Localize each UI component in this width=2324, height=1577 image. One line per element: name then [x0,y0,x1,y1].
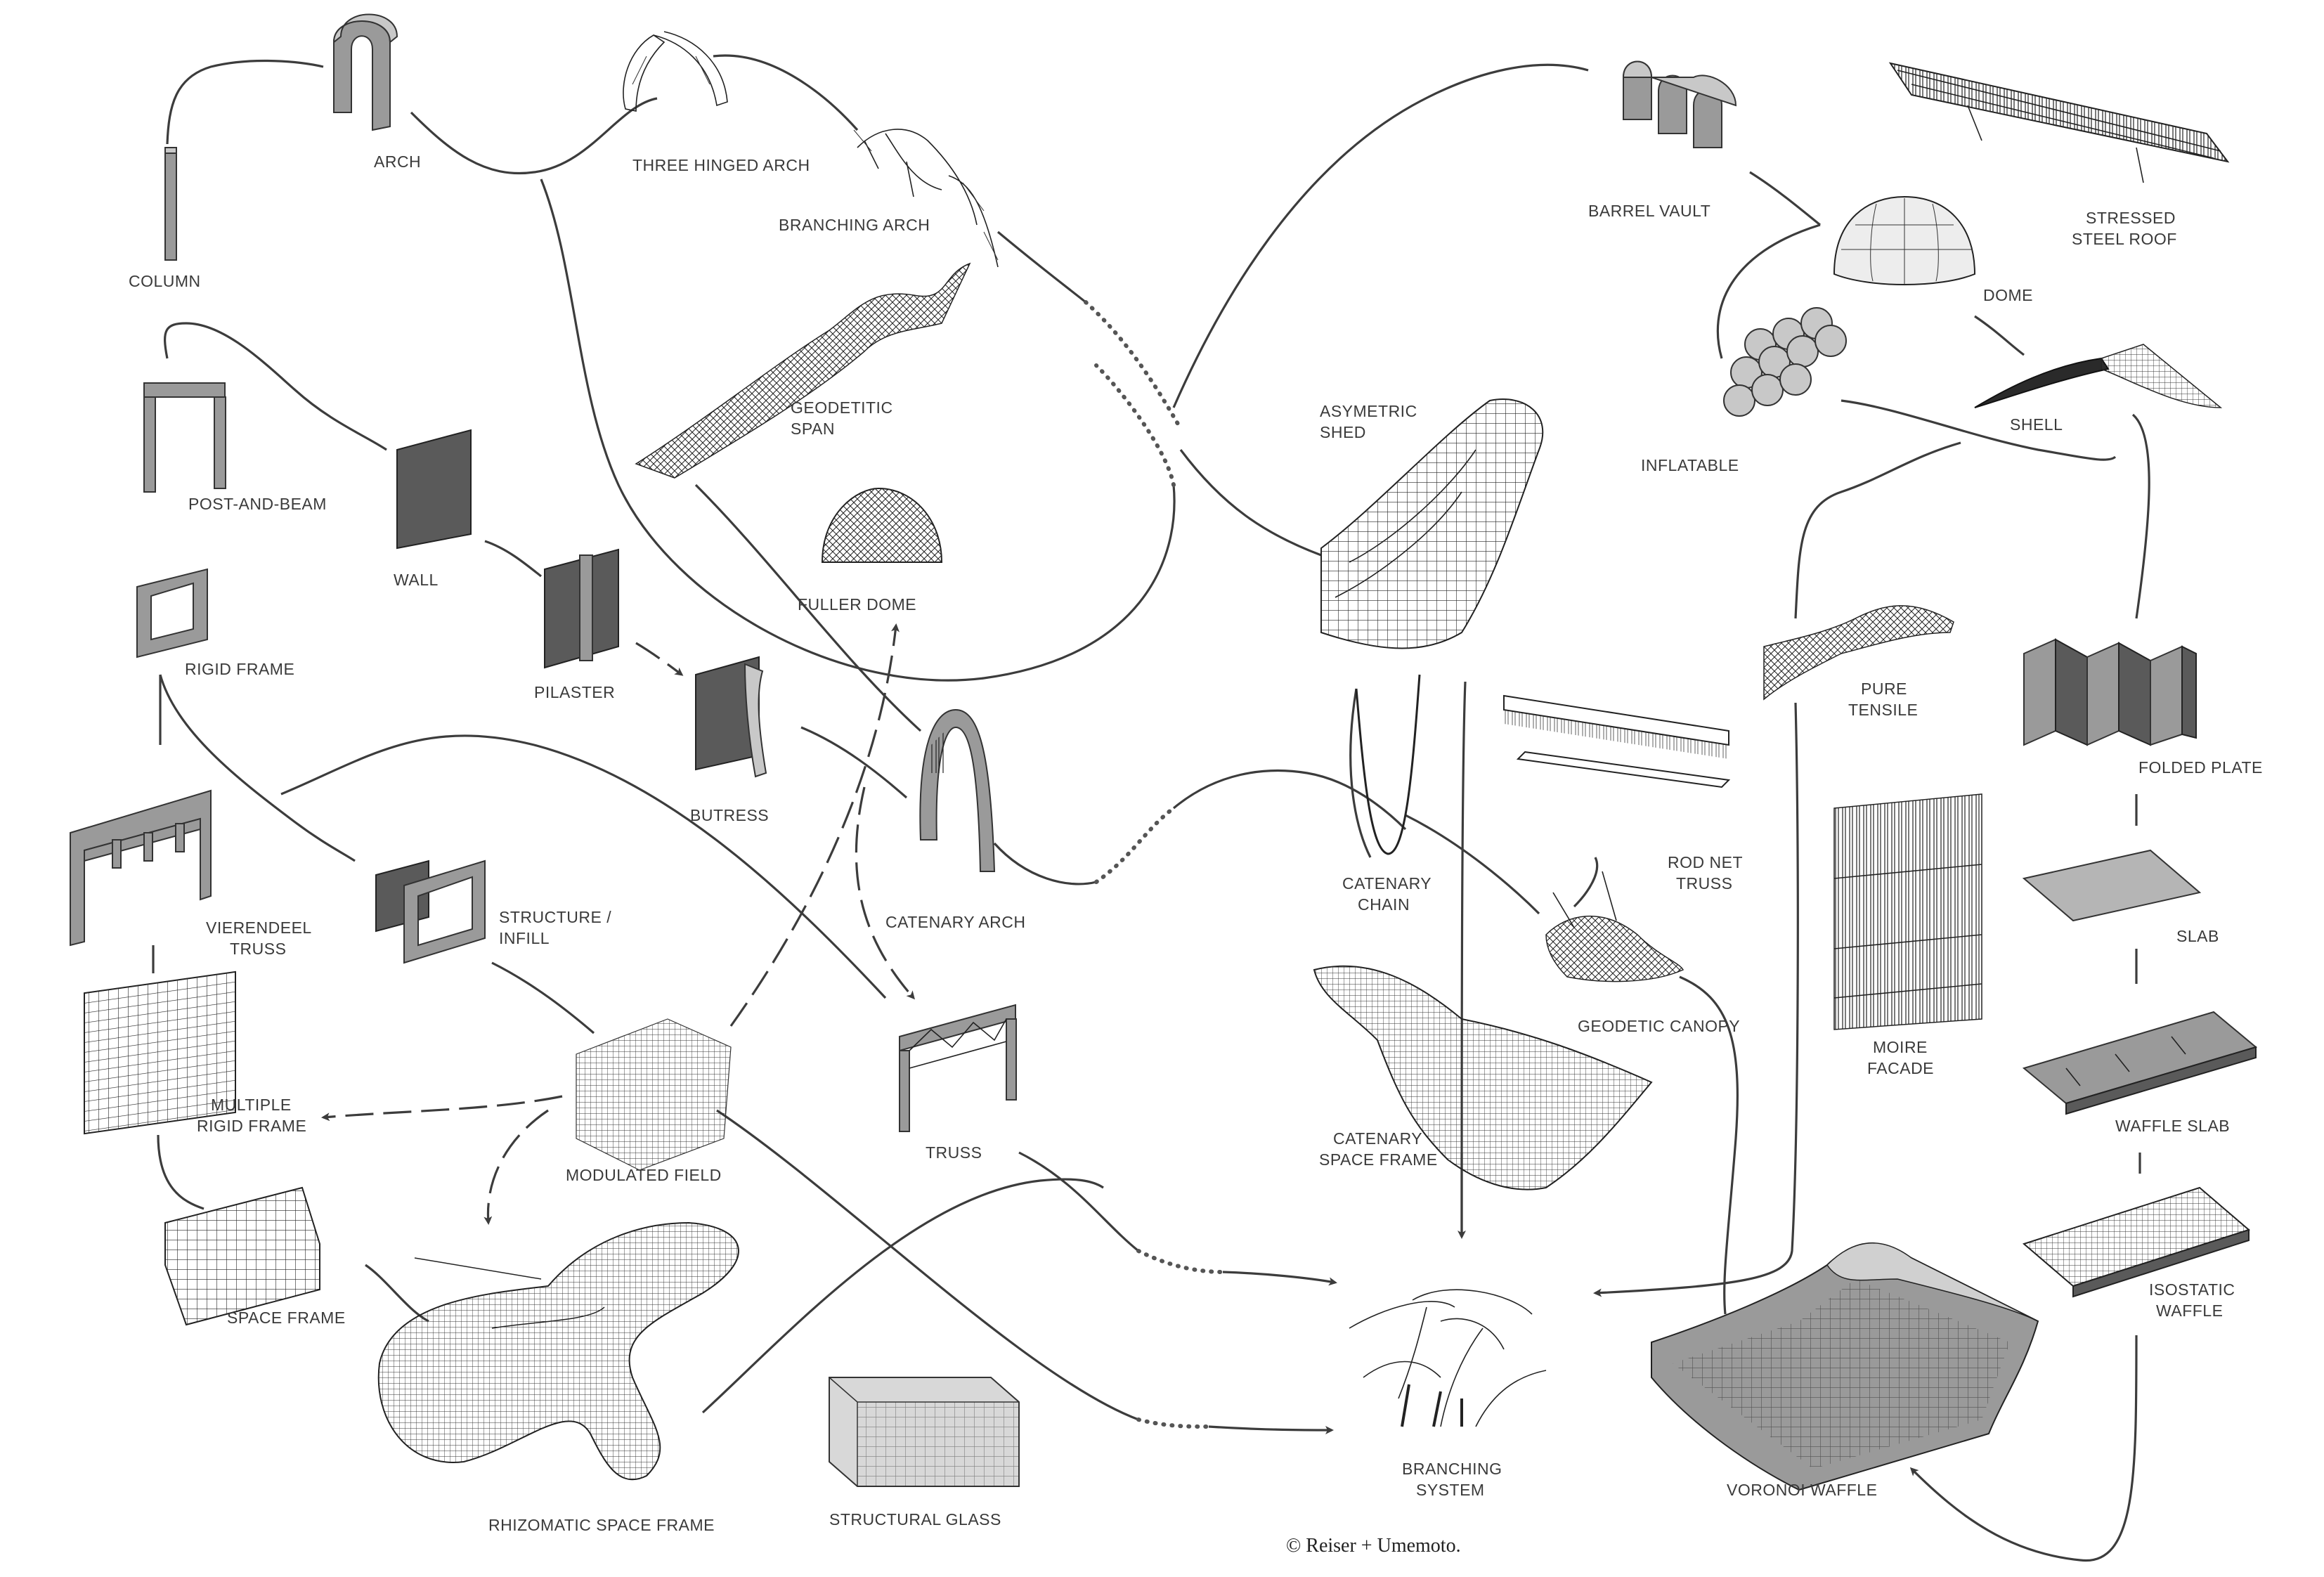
label-pure-tensile: PURE [1861,680,1907,698]
inflatable-figure [1723,307,1847,417]
label-wall: WALL [394,571,439,589]
waffle-slab-figure [2022,1011,2258,1115]
asymetric-shed-figure [1320,398,1544,649]
label-rigid-frame: RIGID FRAME [185,660,294,678]
label-voronoi-waffle: VORONOI WAFFLE [1727,1481,1877,1499]
label-catenary-chain: CATENARY [1342,874,1432,893]
label-catenary-chain-2: CHAIN [1358,895,1410,914]
space-frame-figure [164,1186,320,1326]
label-rhizomatic-space-frame: RHIZOMATIC SPACE FRAME [488,1516,715,1534]
label-vierendeel-truss: VIERENDEEL [206,919,312,937]
label-dome: DOME [1983,286,2033,304]
structure-infill-figure [375,859,486,964]
label-post-and-beam: POST-AND-BEAM [188,495,327,513]
label-structure-infill-2: INFILL [499,929,550,947]
folded-plate-figure [2023,638,2197,746]
label-pure-tensile-2: TENSILE [1848,701,1918,719]
label-catenary-space-frame-2: SPACE FRAME [1319,1150,1438,1169]
label-catenary-arch: CATENARY ARCH [885,913,1026,931]
structural-glass-figure [829,1377,1020,1487]
label-isostatic-waffle: ISOSTATIC [2149,1280,2235,1299]
label-rod-net-truss: ROD NET [1668,853,1743,871]
modulated-field-figure [576,1018,732,1171]
copyright-credit: © Reiser + Umemoto. [1286,1535,1461,1557]
truss-figure [899,1004,1017,1132]
label-geodetic-canopy: GEODETIC CANOPY [1578,1017,1740,1035]
label-butress: BUTRESS [690,806,769,824]
pure-tensile-figure [1763,605,1954,701]
label-column: COLUMN [129,272,201,290]
barrel-vault-figure [1622,60,1737,148]
icons [70,13,2258,1491]
label-branching-system: BRANCHING [1402,1460,1502,1478]
label-catenary-space-frame: CATENARY [1333,1129,1422,1148]
multiple-rigid-frame-figure [84,971,236,1135]
label-branching-arch: BRANCHING ARCH [779,216,930,234]
label-waffle-slab: WAFFLE SLAB [2115,1117,2230,1135]
label-space-frame: SPACE FRAME [227,1309,346,1327]
label-truss: TRUSS [926,1143,982,1162]
rigid-frame-figure [136,568,208,658]
post-and-beam-figure [143,382,226,493]
label-moire-facade-2: FACADE [1867,1059,1934,1077]
label-folded-plate: FOLDED PLATE [2138,758,2263,777]
wall-figure [396,429,472,550]
label-slab: SLAB [2176,927,2219,945]
arch-figure [332,13,398,131]
label-stressed-steel-roof: STRESSED [2086,209,2176,227]
catenary-arch-figure [919,708,996,872]
fuller-dome-figure [821,487,943,563]
label-geodetitic-span-2: SPAN [791,420,835,438]
geodetic-canopy-figure [1545,871,1684,982]
label-rod-net-truss-2: TRUSS [1676,874,1732,893]
catenary-space-frame-figure [1313,965,1653,1190]
rod-net-truss-figure [1503,694,1731,788]
stressed-steel-roof-figure [1888,62,2230,183]
geodetitic-span-figure [635,262,971,479]
label-asymetric-shed: ASYMETRIC [1320,402,1417,420]
voronoi-waffle-figure [1651,1242,2039,1491]
label-asymetric-shed-2: SHED [1320,423,1366,441]
label-arch: ARCH [374,152,421,171]
three-hinged-arch-figure [623,31,728,112]
rhizomatic-space-frame-figure [377,1221,739,1481]
moire-facade-figure [1833,793,1982,1030]
label-structural-glass: STRUCTURAL GLASS [829,1510,1001,1529]
dome-figure [1833,195,1976,285]
shell-figure [1974,344,2223,408]
label-moire-facade: MOIRE [1873,1038,1928,1056]
pilaster-figure [544,548,619,669]
branching-arch-figure [853,129,999,268]
slab-figure [2022,849,2202,922]
label-multiple-rigid-frame-2: RIGID FRAME [197,1117,306,1135]
label-barrel-vault: BARREL VAULT [1588,202,1710,220]
label-modulated-field: MODULATED FIELD [566,1166,722,1184]
label-vierendeel-truss-2: TRUSS [230,940,286,958]
label-pilaster: PILASTER [534,683,615,701]
label-three-hinged-arch: THREE HINGED ARCH [632,156,810,174]
branching-system-figure [1349,1289,1547,1427]
label-shell: SHELL [2010,415,2063,434]
column-figure [164,147,177,261]
butress-figure [695,656,767,778]
label-multiple-rigid-frame: MULTIPLE [211,1096,292,1114]
label-stressed-steel-roof-2: STEEL ROOF [2072,230,2177,248]
catenary-chain-figure [1355,674,1421,855]
label-geodetitic-span: GEODETITIC [791,398,893,417]
label-fuller-dome: FULLER DOME [798,595,916,614]
vierendeel-truss-figure [70,789,212,947]
label-branching-system-2: SYSTEM [1416,1481,1485,1499]
label-isostatic-waffle-2: WAFFLE [2156,1302,2223,1320]
labels: ARCH THREE HINGED ARCH BRANCHING ARCH CO… [129,152,2263,1557]
label-structure-infill: STRUCTURE / [499,908,611,926]
label-inflatable: INFLATABLE [1641,456,1739,474]
isostatic-waffle-figure [2022,1186,2251,1298]
